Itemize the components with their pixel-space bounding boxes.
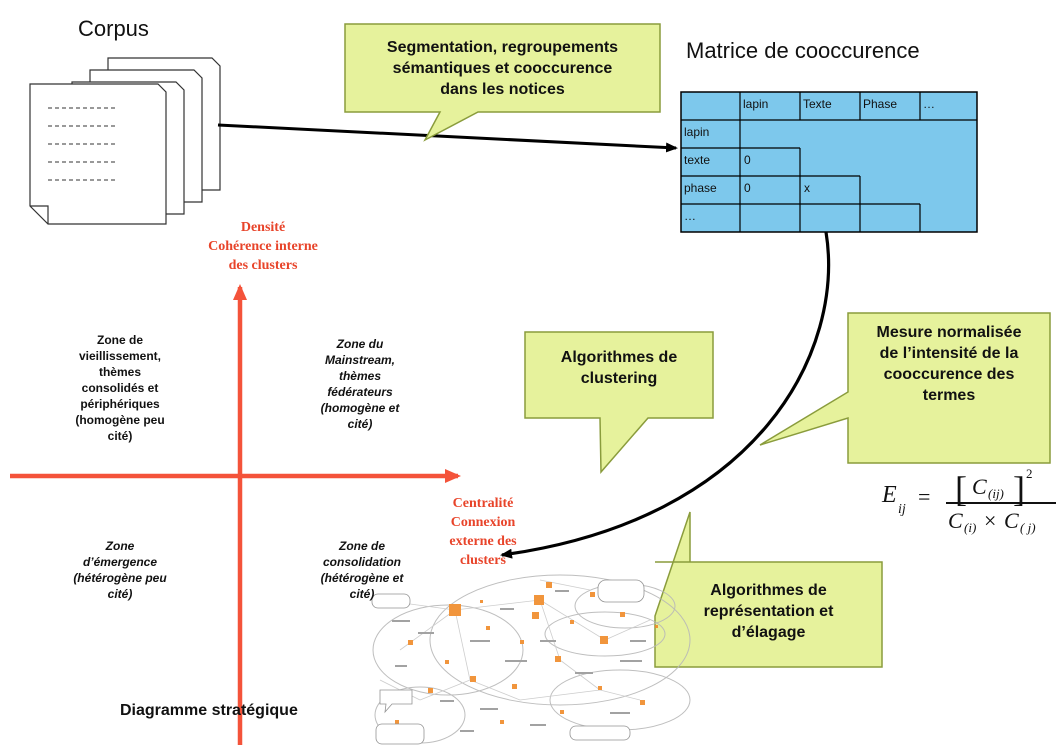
- formula-lhs-sub: ij: [898, 502, 906, 517]
- formula-equals: =: [918, 484, 931, 509]
- matrix-cell: 0: [744, 153, 751, 167]
- diagram-strategique-label: Diagramme stratégique: [120, 702, 298, 719]
- corpus-title: Corpus: [78, 16, 149, 41]
- mesure-callout-text: Mesure normalisée de l’intensité de la c…: [876, 324, 1022, 404]
- formula-lhs: E: [882, 482, 897, 508]
- matrix-header-more: …: [923, 97, 935, 111]
- matrix-to-graph-arrow: [500, 231, 831, 559]
- formula-denominator-right-sub: ( j): [1020, 520, 1036, 535]
- matrix-row-label-texte: texte: [684, 153, 711, 167]
- formula-denominator-right: C: [1004, 508, 1019, 533]
- matrix-header-lapin: lapin: [743, 97, 769, 111]
- normalized-cooccurrence-formula: E ij = [ C (ij) ] 2 C (i) × C ( j): [878, 466, 1058, 566]
- corpus-to-matrix-arrow: [217, 123, 678, 153]
- zone-bottom-right: Zone de consolidation (hétérogène et cit…: [320, 539, 404, 601]
- centrality-axis-label: Centralité Connexion externe des cluster…: [449, 496, 517, 568]
- formula-fraction-bar: [946, 502, 1056, 504]
- density-axis-label: Densité Cohérence interne des clusters: [208, 220, 318, 273]
- formula-times: ×: [984, 508, 997, 533]
- formula-exponent: 2: [1026, 466, 1033, 481]
- formula-denominator-left-sub: (i): [964, 520, 977, 535]
- representation-callout-text: Algorithmes de représentation et d’élaga…: [703, 582, 834, 641]
- cluster-network-graph: [371, 574, 691, 745]
- mesure-callout: [759, 312, 1051, 464]
- formula-denominator-left: C: [948, 508, 963, 533]
- matrix-cell: 0: [744, 181, 751, 195]
- formula-numerator: C: [972, 474, 987, 499]
- matrix-header-phase: Phase: [863, 97, 898, 111]
- cooccurrence-matrix: [680, 91, 978, 233]
- matrix-cell: x: [804, 181, 810, 195]
- clustering-callout-text: Algorithmes de clustering: [560, 349, 678, 387]
- matrix-header-texte: Texte: [803, 97, 832, 111]
- formula-numerator-sub: (ij): [988, 486, 1004, 501]
- clustering-callout: [524, 331, 714, 474]
- segmentation-callout-text: Segmentation, regroupements sémantiques …: [386, 39, 619, 98]
- corpus-document-stack: [29, 57, 221, 225]
- segmentation-callout: [344, 23, 661, 142]
- zone-top-left: Zone de vieillissement, thèmes consolidé…: [75, 333, 165, 443]
- formula-bracket-left: [: [955, 469, 967, 509]
- zone-top-right: Zone du Mainstream, thèmes fédérateurs (…: [320, 337, 400, 431]
- matrix-row-label-more: …: [684, 209, 696, 223]
- matrix-title: Matrice de cooccurence: [686, 38, 920, 63]
- zone-bottom-left: Zone d’émergence (hétérogène peu cité): [73, 539, 167, 601]
- representation-callout: [654, 511, 883, 668]
- formula-bracket-right: ]: [1013, 469, 1025, 509]
- matrix-row-label-lapin: lapin: [684, 125, 710, 139]
- matrix-row-label-phase: phase: [684, 181, 717, 195]
